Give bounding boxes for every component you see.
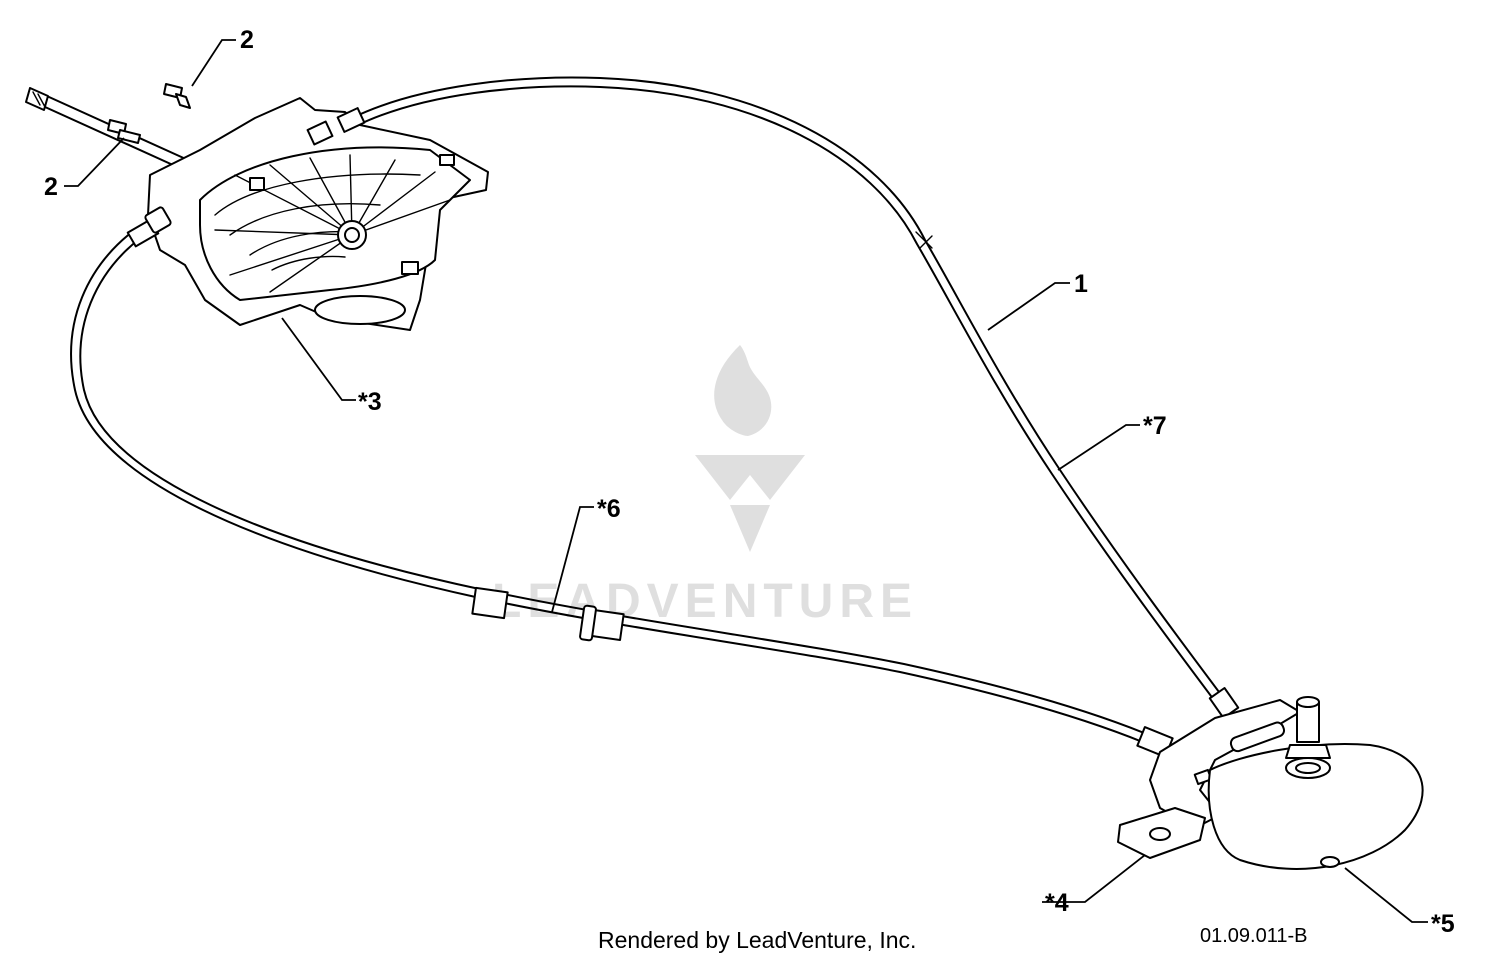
drawing-number: 01.09.011-B (1200, 925, 1308, 947)
cable-lower (70, 231, 1240, 758)
callout-5: *5 (1431, 910, 1455, 938)
callout-3: *3 (358, 388, 382, 416)
idler-pulley-plate (1207, 696, 1424, 870)
shift-rod (25, 87, 189, 171)
callout-2-left: 2 (44, 173, 58, 201)
watermark: LEADVENTURE (492, 345, 918, 628)
bolt-left (107, 119, 141, 144)
callout-labels: 2 2 *3 1 *7 *6 *4 *5 (44, 26, 1455, 938)
callout-6: *6 (597, 495, 621, 523)
bolt-top (163, 83, 191, 109)
callout-1: 1 (1074, 270, 1088, 298)
watermark-text: LEADVENTURE (492, 575, 918, 628)
callout-7: *7 (1143, 412, 1167, 440)
cable-loop (351, 76, 1226, 705)
watermark-logo-icon (695, 345, 805, 552)
shift-panel-assembly (126, 97, 489, 331)
leader-lines (64, 39, 1428, 923)
rendered-by-credit: Rendered by LeadVenture, Inc. (598, 927, 916, 953)
callout-4: *4 (1045, 889, 1069, 917)
callout-2-top: 2 (240, 26, 254, 54)
